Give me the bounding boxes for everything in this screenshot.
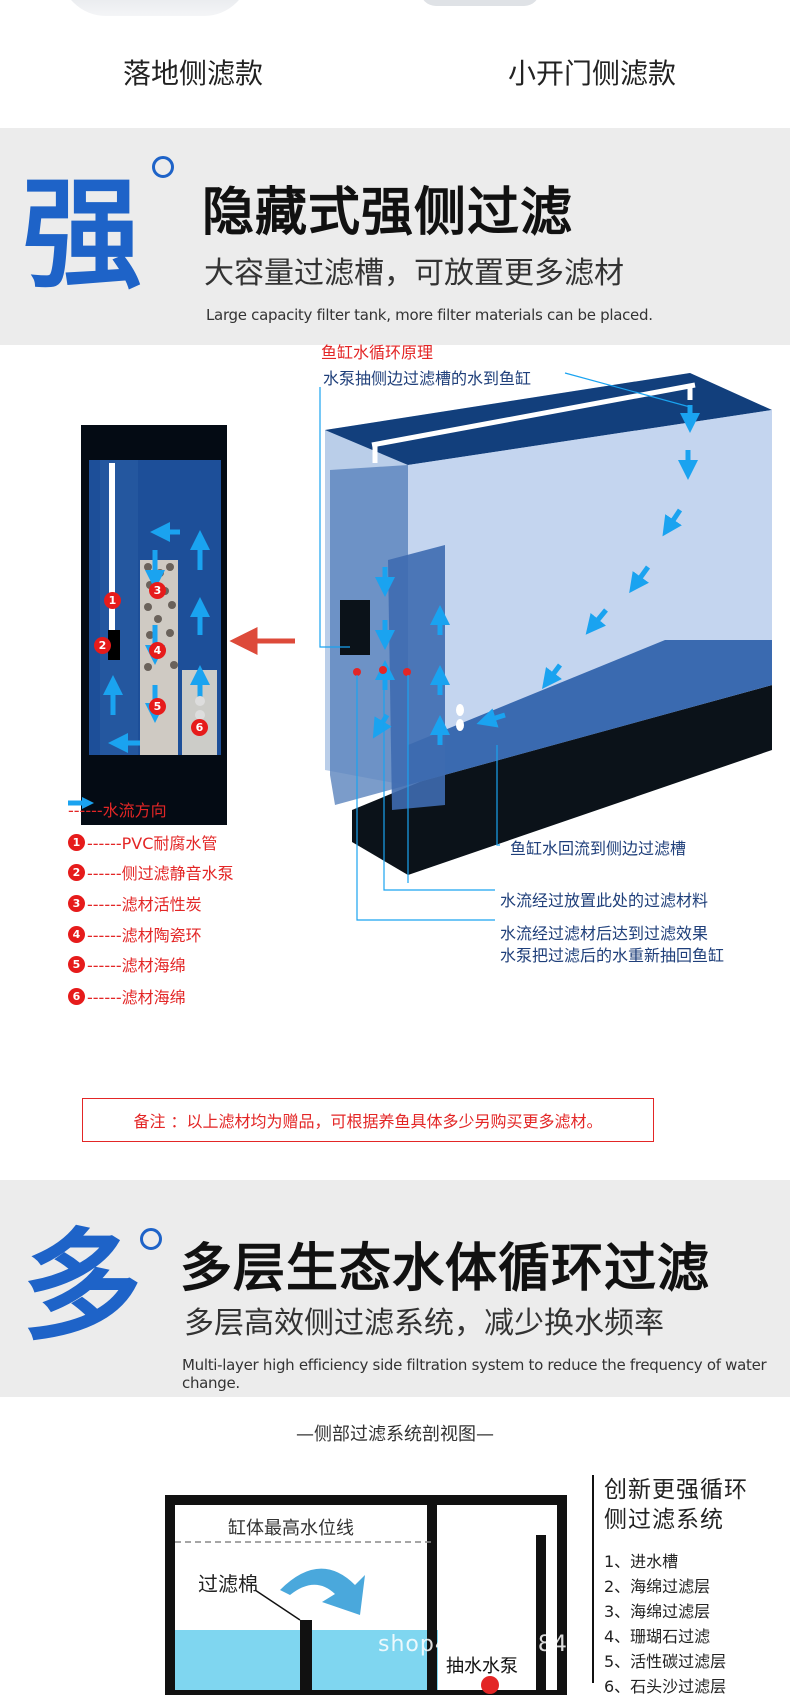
- section-title: 隐藏式强侧过滤: [202, 183, 574, 243]
- cutaway-diagram: [165, 1495, 567, 1695]
- big-char-duo: 多: [22, 1218, 142, 1357]
- marker-2: 2: [94, 637, 113, 654]
- accent-ring: [140, 1228, 162, 1250]
- list-item: 5、活性碳过滤层: [604, 1652, 727, 1671]
- marker-1: 1: [104, 592, 123, 609]
- return-label: 鱼缸水回流到侧边过滤槽: [510, 839, 687, 858]
- accent-ring: [152, 156, 174, 178]
- legend-item-1: 1------PVC耐腐水管: [68, 830, 217, 854]
- list-item: 3、海绵过滤层: [604, 1602, 711, 1621]
- side-title-2: 侧过滤系统: [604, 1507, 724, 1533]
- list-item: 6、石头沙过滤层: [604, 1677, 727, 1696]
- effect-label-2: 水泵把过滤后的水重新抽回鱼缸: [500, 946, 725, 965]
- section-english: Large capacity filter tank, more filter …: [206, 306, 653, 324]
- big-char-qiang: 强: [22, 166, 142, 305]
- side-title-1: 创新更强循环: [604, 1477, 748, 1503]
- section-subtitle: 多层高效侧过滤系统，减少换水频率: [184, 1306, 664, 1341]
- product-image-small-door: [420, 0, 540, 6]
- list-item: 1、进水槽: [604, 1552, 679, 1571]
- section-header-multi: 多 多层生态水体循环过滤 多层高效侧过滤系统，减少换水频率 Multi-laye…: [0, 1180, 790, 1397]
- diagram-graphics: [81, 372, 772, 921]
- left-cross-section: [81, 425, 227, 825]
- marker-3: 3: [149, 582, 168, 599]
- caption-small-door-model: 小开门侧滤款: [508, 57, 677, 90]
- pump-label: 抽水水泵: [446, 1656, 518, 1677]
- list-item: 4、珊瑚石过滤: [604, 1627, 711, 1646]
- shop-watermark: shop4x75x8584: [378, 1632, 568, 1657]
- legend-item-6: 6------滤材海绵: [68, 984, 186, 1008]
- leader-lines: [319, 372, 691, 921]
- pump-label: 水泵抽侧边过滤槽的水到鱼缸: [323, 369, 532, 388]
- principle-title: 鱼缸水循环原理: [321, 343, 434, 362]
- top-product-strip: 落地侧滤款 小开门侧滤款: [0, 0, 790, 128]
- red-direction-arrow: [229, 626, 295, 656]
- marker-5: 5: [149, 698, 168, 715]
- legend-item-5: 5------滤材海绵: [68, 952, 186, 976]
- cutaway-title: —侧部过滤系统剖视图—: [296, 1424, 494, 1445]
- max-water-line-label: 缸体最高水位线: [228, 1518, 354, 1539]
- caption-floor-model: 落地侧滤款: [123, 57, 264, 90]
- effect-label-1: 水流经过滤材后达到过滤效果: [500, 924, 709, 943]
- filter-diagram: 鱼缸水循环原理 水泵抽侧边过滤槽的水到鱼缸 鱼缸水回流到侧边过滤槽 水流经过放置…: [0, 343, 790, 1180]
- list-item: 2、海绵过滤层: [604, 1577, 711, 1596]
- marker-4: 4: [149, 642, 168, 659]
- through-label: 水流经过放置此处的过滤材料: [500, 891, 709, 910]
- legend-item-4: 4------滤材陶瓷环: [68, 922, 202, 946]
- legend-item-2: 2------侧过滤静音水泵: [68, 860, 234, 884]
- section-subtitle: 大容量过滤槽，可放置更多滤材: [204, 256, 624, 291]
- gift-note: 备注 ：以上滤材均为赠品，可根据养鱼具体多少另购买更多滤材。: [82, 1098, 654, 1142]
- tank-illustration: [325, 373, 772, 875]
- filter-cotton-label: 过滤棉: [198, 1572, 258, 1596]
- legend-item-3: 3------滤材活性炭: [68, 891, 202, 915]
- step-list: 1、进水槽 2、海绵过滤层 3、海绵过滤层 4、珊瑚石过滤 5、活性碳过滤层 6…: [604, 1549, 790, 1699]
- product-image-floor: [60, 0, 250, 16]
- section-english: Multi-layer high efficiency side filtrat…: [182, 1356, 767, 1392]
- marker-6: 6: [191, 719, 210, 736]
- legend-flow-direction: ------水流方向: [68, 797, 167, 821]
- flow-arrow-icon: [68, 797, 94, 809]
- side-system-list: 创新更强循环 侧过滤系统 1、进水槽 2、海绵过滤层 3、海绵过滤层 4、珊瑚石…: [592, 1475, 790, 1696]
- section-header-strong: 强 隐藏式强侧过滤 大容量过滤槽，可放置更多滤材 Large capacity …: [0, 128, 790, 345]
- section-title: 多层生态水体循环过滤: [180, 1239, 711, 1299]
